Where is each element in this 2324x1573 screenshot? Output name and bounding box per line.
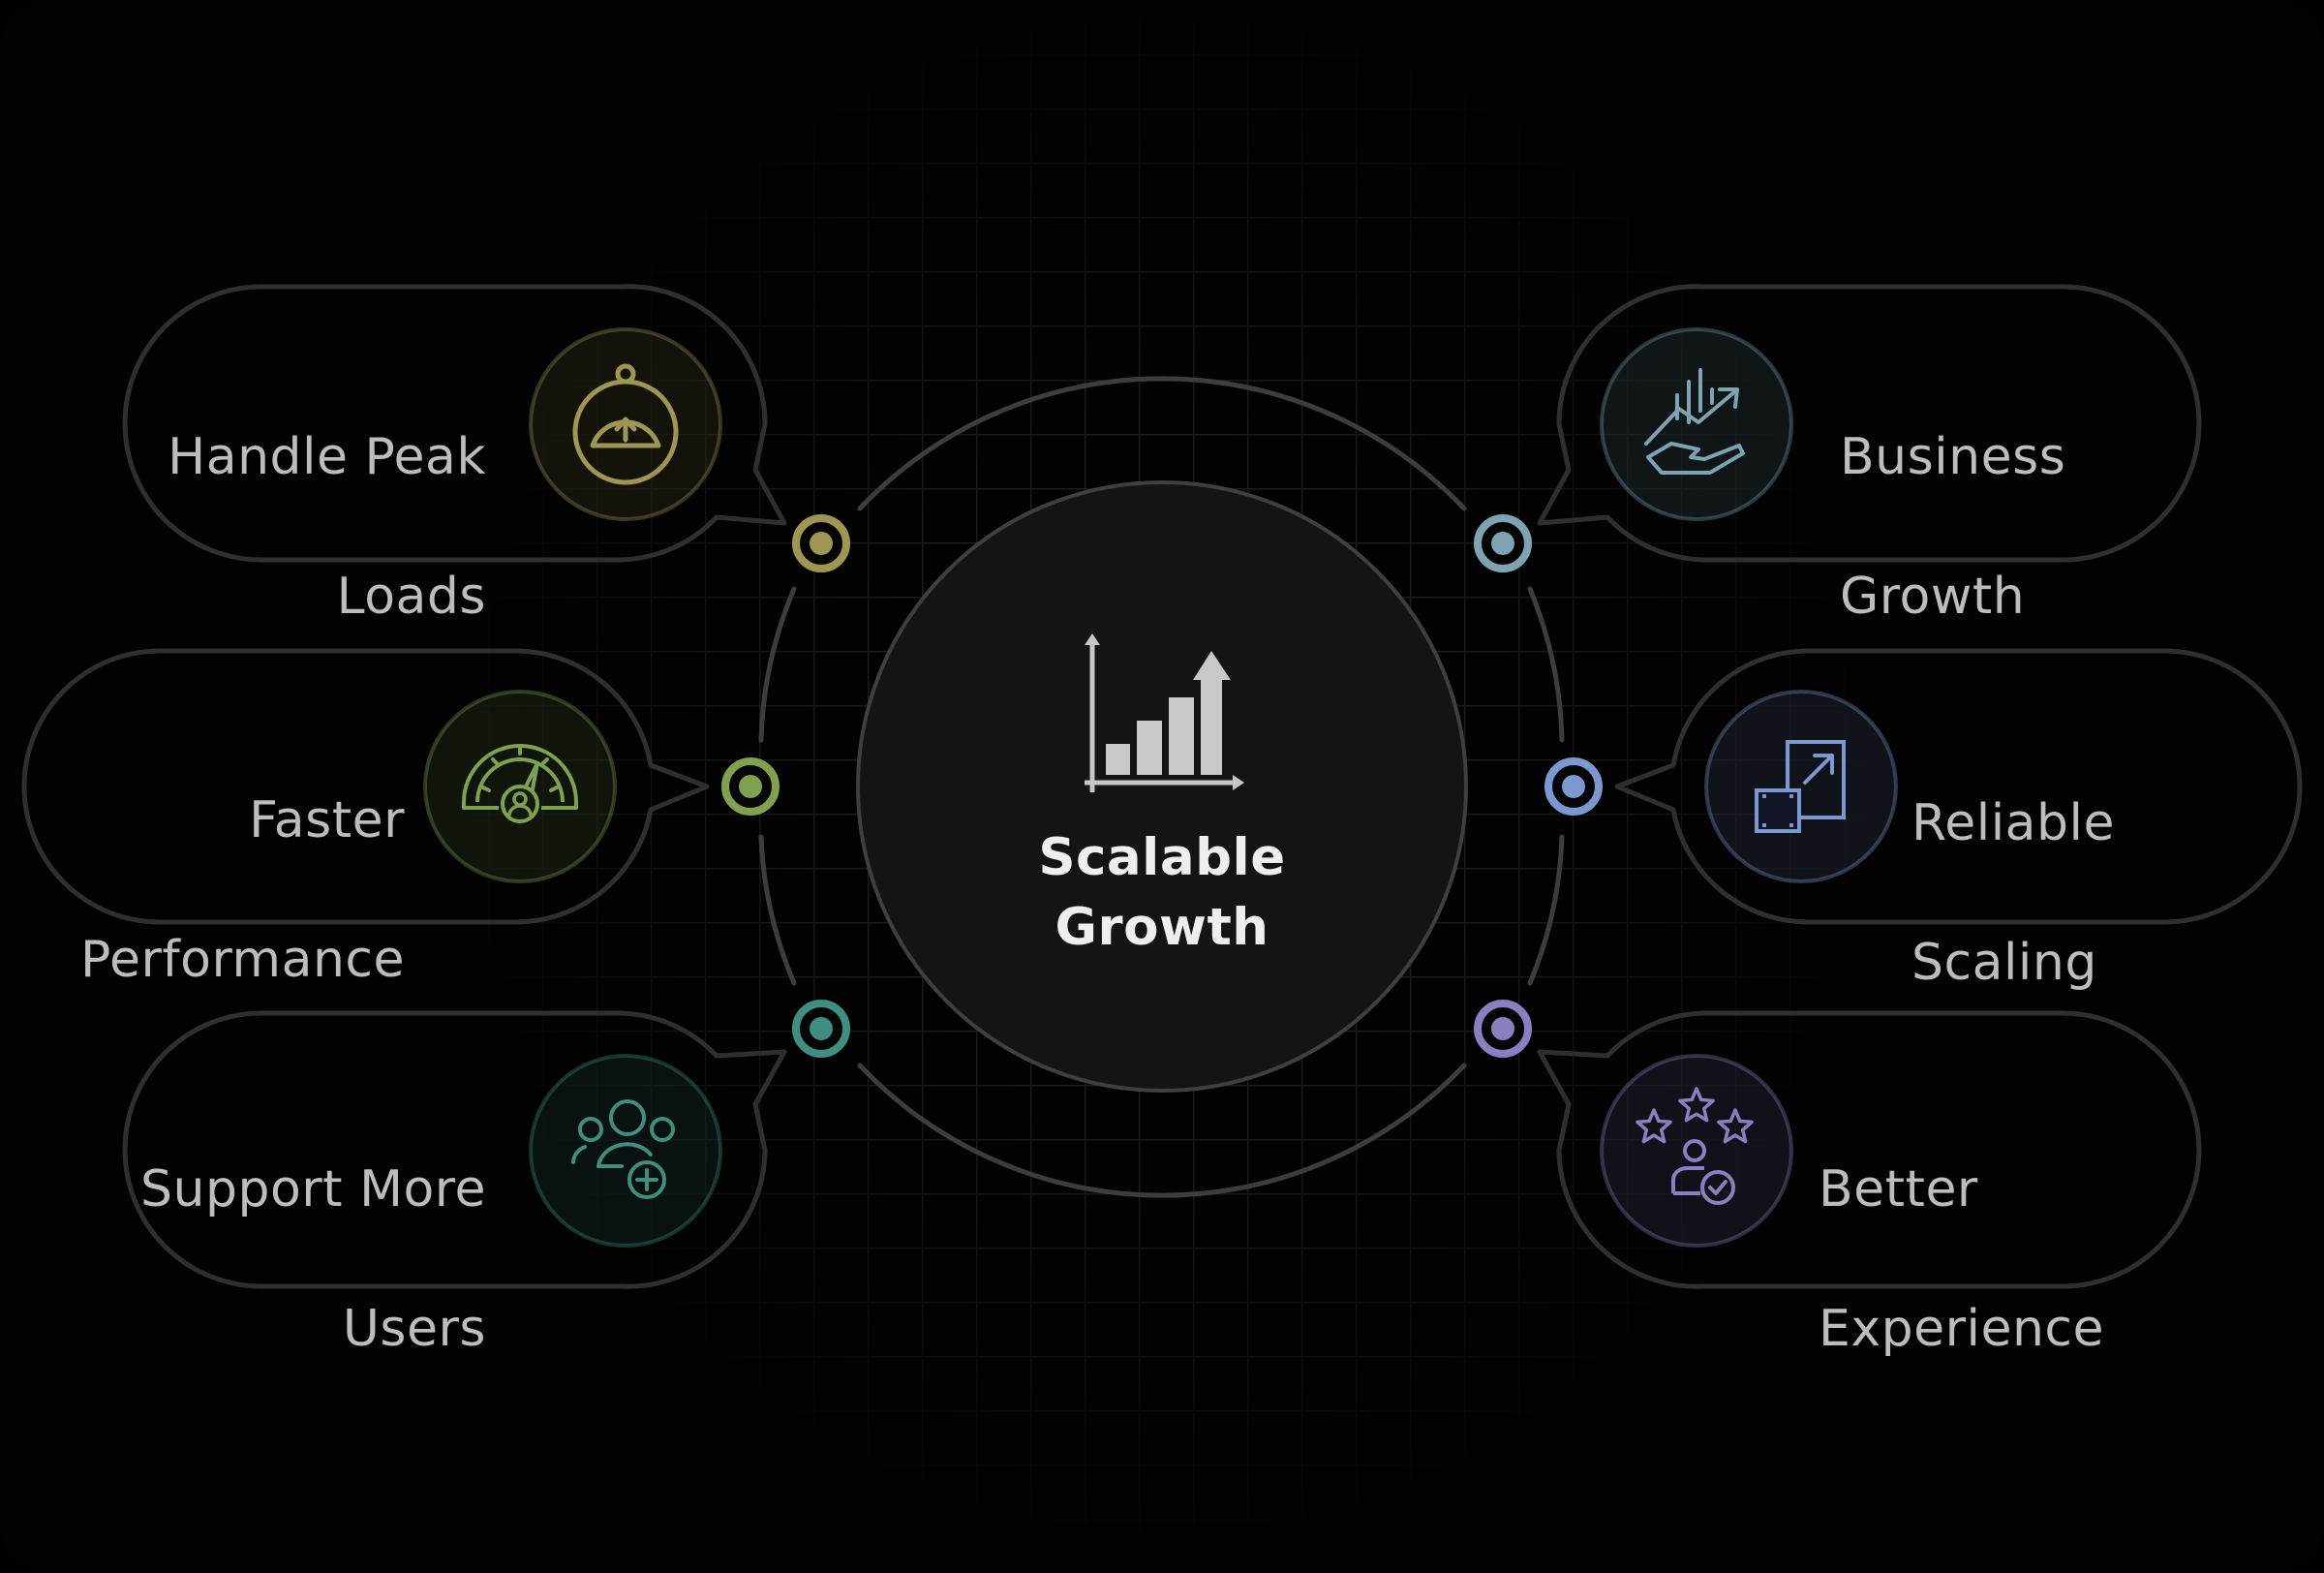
speedometer-user-icon <box>462 744 578 823</box>
node-label-line: Loads <box>336 568 486 626</box>
stars-user-check-icon <box>1636 1087 1754 1205</box>
node-label-line: Better <box>1819 1160 1978 1218</box>
connector-dot-core <box>810 1017 833 1040</box>
connector-dot <box>792 514 850 572</box>
connector-dot <box>1474 1000 1532 1058</box>
connector-dot-core <box>1491 532 1514 555</box>
center-hub <box>856 480 1468 1093</box>
node-label-line: Reliable <box>1911 794 2115 852</box>
node-label-line: Business <box>1840 428 2066 486</box>
node-label-line: Users <box>342 1300 486 1358</box>
scale-expand-icon <box>1755 740 1846 833</box>
node-label-line: Support More <box>140 1160 486 1218</box>
bar-chart-growth-icon <box>1085 633 1244 792</box>
connector-dot <box>721 757 780 816</box>
connector-dot-core <box>810 532 833 555</box>
node-bubble <box>1537 1010 2202 1289</box>
node-label-line: Experience <box>1819 1300 2104 1358</box>
node-label-line: Faster <box>249 791 405 849</box>
node-label-line: Scaling <box>1911 934 2097 992</box>
node-icon-disc <box>529 1054 722 1248</box>
node-label-line: Performance <box>79 931 405 989</box>
center-title: Scalable Growth <box>968 823 1356 963</box>
node-label-handle-peak-loads: Handle Peak Loads <box>136 353 486 632</box>
connector-dot-core <box>1562 775 1585 798</box>
node-better-experience <box>1474 1000 2202 1289</box>
node-bubble <box>1614 648 2303 925</box>
node-label-line: Growth <box>1840 568 2026 626</box>
node-icon-disc <box>1704 690 1898 883</box>
node-handle-peak-loads <box>122 284 850 572</box>
node-bubble <box>122 284 787 563</box>
node-label-faster-performance: Faster Performance <box>39 716 405 995</box>
connector-dot-core <box>739 775 762 798</box>
node-label-reliable-scaling: Reliable Scaling <box>1911 719 2163 998</box>
node-label-business-growth: Business Growth <box>1840 353 2130 632</box>
node-label-support-more-users: Support More Users <box>116 1085 486 1364</box>
node-label-line: Handle Peak <box>168 428 486 486</box>
hand-growth-chart-icon <box>1644 368 1745 475</box>
node-business-growth <box>1474 284 2202 572</box>
node-icon-disc <box>1600 327 1793 521</box>
node-bubble <box>1537 284 2202 563</box>
user-group-add-icon <box>571 1099 675 1199</box>
outer-ring <box>758 376 1565 1198</box>
node-bubble <box>21 648 710 925</box>
node-support-more-users <box>122 1000 850 1289</box>
node-reliable-scaling <box>1544 648 2303 925</box>
connector-dot-core <box>1491 1017 1514 1040</box>
center-title-line: Growth <box>1055 898 1269 957</box>
center-title-line: Scalable <box>1038 828 1286 887</box>
node-label-better-experience: Better Experience <box>1819 1085 2128 1364</box>
connector-dot <box>792 1000 850 1058</box>
node-faster-performance <box>21 648 780 925</box>
node-icon-disc <box>1600 1054 1793 1248</box>
connector-dot <box>1544 757 1603 816</box>
node-bubble <box>122 1010 787 1289</box>
connector-dot <box>1474 514 1532 572</box>
stopwatch-icon <box>572 363 679 485</box>
